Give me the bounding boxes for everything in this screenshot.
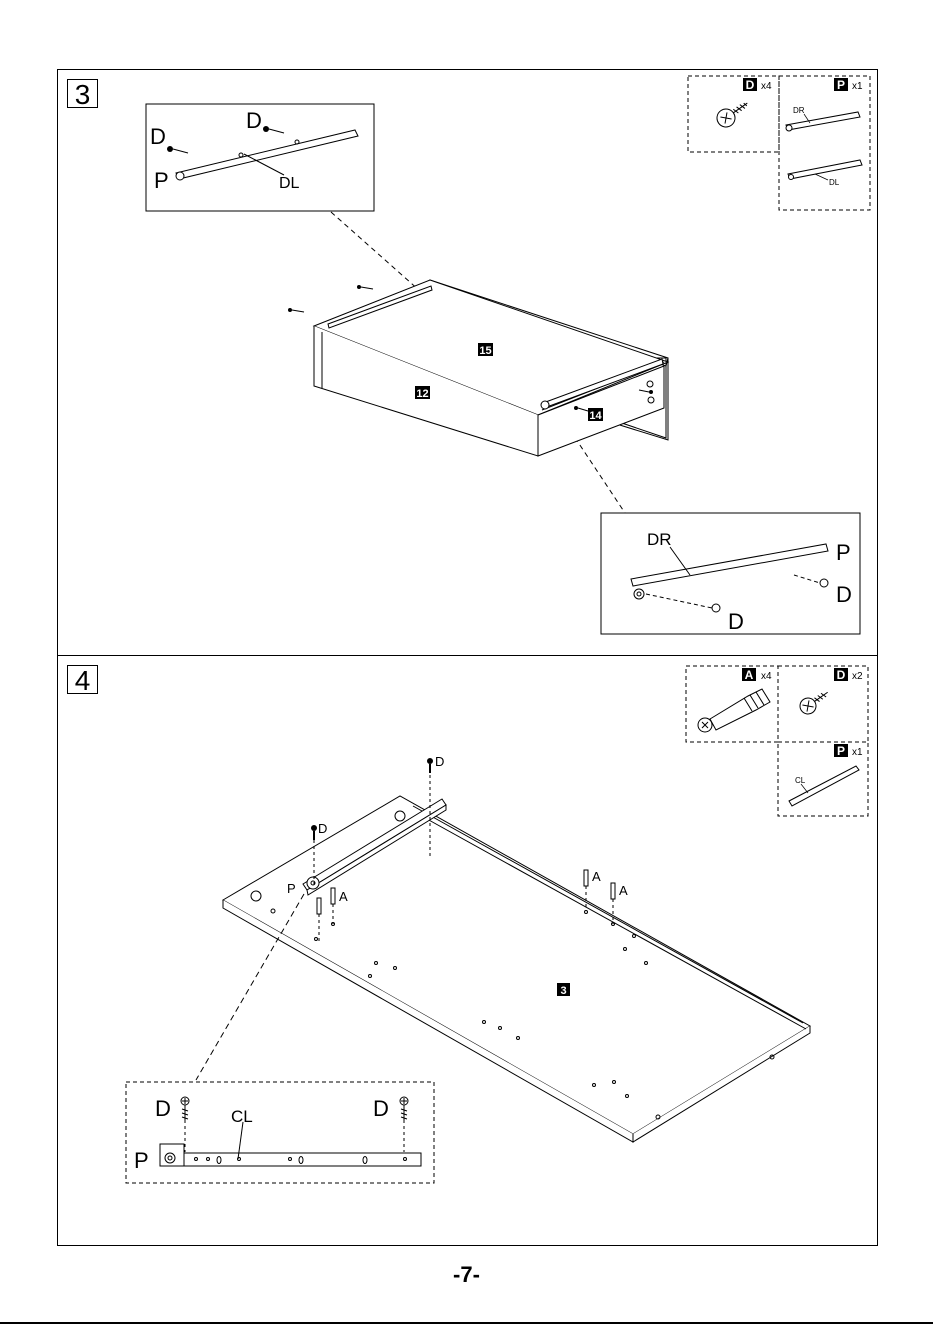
part-d-qty: x4 (761, 81, 772, 92)
part-p-letter: P (837, 78, 845, 92)
cam-dowel-icon (331, 888, 335, 904)
screw-icon (400, 1097, 408, 1121)
step3-detail-top: D D P DL (146, 104, 374, 211)
detail-dr: DR (647, 530, 672, 549)
cam-dowel-icon (317, 898, 321, 914)
detail-d-left: D (155, 1096, 171, 1121)
part-a-letter: A (745, 668, 754, 682)
rail-left-icon (788, 160, 862, 180)
step-4-illustration: A x4 D x2 P x1 CL (58, 656, 879, 1247)
part-p-qty: x1 (852, 81, 863, 92)
part-d-qty: x2 (852, 671, 863, 682)
part-p-qty: x1 (852, 747, 863, 758)
callout-d-top: D (435, 754, 444, 769)
screw-icon (181, 1097, 189, 1121)
panel-label-14: 14 (589, 410, 602, 422)
screw-icon (311, 825, 317, 840)
screw-icon (713, 96, 752, 131)
step-3-illustration: D x4 P x1 DR DL (58, 70, 879, 657)
part-d-letter: D (746, 78, 755, 92)
panel-label-12: 12 (416, 388, 428, 400)
part-d-letter: D (837, 668, 846, 682)
detail-p: P (154, 168, 169, 193)
screw-icon (357, 285, 373, 289)
callout-a2: A (592, 869, 601, 884)
screw-icon (797, 686, 832, 717)
callout-p-left: P (287, 881, 296, 896)
detail-cl: CL (231, 1107, 253, 1126)
callout-a3: A (619, 883, 628, 898)
callout-a1: A (339, 889, 348, 904)
detail-p: P (134, 1148, 149, 1173)
callout-d-left: D (318, 821, 327, 836)
drawer-box: 15 12 14 (288, 280, 668, 456)
detail-dl: DL (279, 175, 300, 192)
cam-dowel-icon (698, 689, 770, 732)
cam-dowel-icon (584, 870, 588, 886)
rail-dr-label: DR (793, 106, 805, 115)
step3-detail-bottom: DR P D D (601, 513, 860, 634)
rail-dl-label: DL (829, 178, 840, 187)
detail-p-bottom: P (836, 540, 851, 565)
detail-d-right: D (836, 582, 852, 607)
step4-parts-box: A x4 D x2 P x1 CL (686, 666, 868, 816)
rail-cl-label: CL (795, 776, 806, 785)
step-3-panel: 3 D x4 P x1 DR (57, 69, 878, 656)
step3-parts-box: D x4 P x1 DR DL (688, 76, 870, 210)
screw-icon (427, 758, 433, 773)
detail-d-left: D (150, 124, 166, 149)
page-number: -7- (0, 1262, 933, 1288)
board-label: 3 (560, 985, 566, 997)
detail-d-right: D (373, 1096, 389, 1121)
detail-d-top: D (246, 108, 262, 133)
cam-dowel-icon (611, 883, 615, 899)
part-p-letter: P (837, 744, 845, 758)
detail-d-bottom: D (728, 609, 744, 634)
panel-label-15: 15 (479, 345, 491, 357)
part-a-qty: x4 (761, 671, 772, 682)
side-board: 3 (223, 796, 810, 1142)
step-4-panel: 4 A x4 D x2 P x1 (57, 655, 878, 1246)
rail-icon (789, 766, 859, 806)
step4-detail: D D CL P (126, 1082, 434, 1183)
screw-icon (288, 308, 304, 312)
